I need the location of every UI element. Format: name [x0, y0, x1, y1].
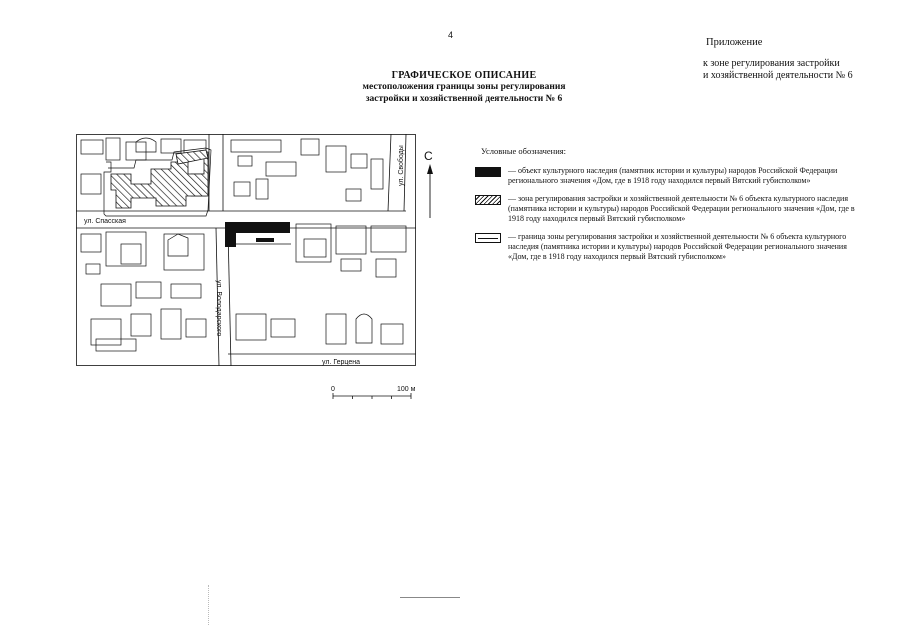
scale-ticks — [332, 393, 412, 399]
street-label-volodarskogo: ул. Володарского — [215, 280, 222, 336]
appendix-sub-line2: и хозяйственной деятельности № 6 — [703, 70, 853, 81]
legend-item-text: — зона регулирования застройки и хозяйст… — [508, 194, 855, 223]
site-plan-map: ул. Спасская ул. Герцена ул. Володарског… — [76, 134, 416, 366]
page-number: 4 — [448, 30, 454, 40]
scale-start-label: 0 — [331, 386, 335, 393]
north-arrow: С — [424, 149, 433, 218]
appendix-heading: Приложение — [706, 37, 763, 48]
scan-divider-line — [400, 597, 460, 598]
legend-item-regulation-zone: — зона регулирования застройки и хозяйст… — [475, 194, 865, 224]
title-line1: ГРАФИЧЕСКОЕ ОПИСАНИЕ — [391, 70, 537, 81]
street-label-spasskaya: ул. Спасская — [84, 218, 126, 225]
legend-hatched-symbol — [475, 195, 501, 205]
legend-item-heritage-object: — объект культурного наследия (памятник … — [475, 166, 865, 186]
north-label: С — [424, 149, 433, 163]
appendix-sub-line1: к зоне регулирования застройки — [703, 58, 840, 69]
regulation-zone-hatch-upper — [175, 149, 209, 165]
scan-fold-mark — [208, 585, 210, 625]
legend-solid-black-symbol — [475, 167, 501, 177]
volodarskogo-edge-d — [227, 227, 232, 366]
appendix-subtitle: к зоне регулирования застройки и хозяйст… — [703, 58, 853, 82]
legend-title: Условные обозначения: — [481, 146, 567, 156]
street-label-gertsena: ул. Герцена — [322, 359, 360, 366]
title-line3: застройки и хозяйственной деятельности №… — [365, 94, 563, 104]
map-legend: Условные обозначения: — объект культурно… — [475, 146, 865, 270]
map-frame — [76, 134, 416, 366]
scale-end-label: 100 м — [397, 386, 416, 393]
building-outlines — [80, 137, 407, 352]
street-label-svobody: ул. Свободы — [397, 145, 405, 186]
north-arrow-head — [427, 164, 433, 174]
svobody-edge-b — [403, 134, 407, 212]
regulation-zone-hatch — [110, 151, 209, 209]
title-line2: местоположения границы зоны регулировани… — [362, 82, 566, 92]
legend-item-text: — объект культурного наследия (памятник … — [508, 166, 838, 185]
heritage-object-building — [225, 222, 290, 247]
heritage-object-annex — [256, 238, 274, 242]
legend-double-line-symbol — [475, 233, 501, 243]
legend-item-text: — граница зоны регулирования застройки и… — [508, 232, 847, 261]
scale-bar: 0 100 м — [331, 386, 416, 399]
legend-item-zone-boundary: — граница зоны регулирования застройки и… — [475, 232, 865, 262]
svobody-edge-a — [387, 134, 392, 212]
regulation-zone-boundary — [103, 147, 212, 217]
volodarskogo-edge-c — [215, 227, 220, 366]
document-title: ГРАФИЧЕСКОЕ ОПИСАНИЕ местоположения гран… — [330, 70, 598, 105]
